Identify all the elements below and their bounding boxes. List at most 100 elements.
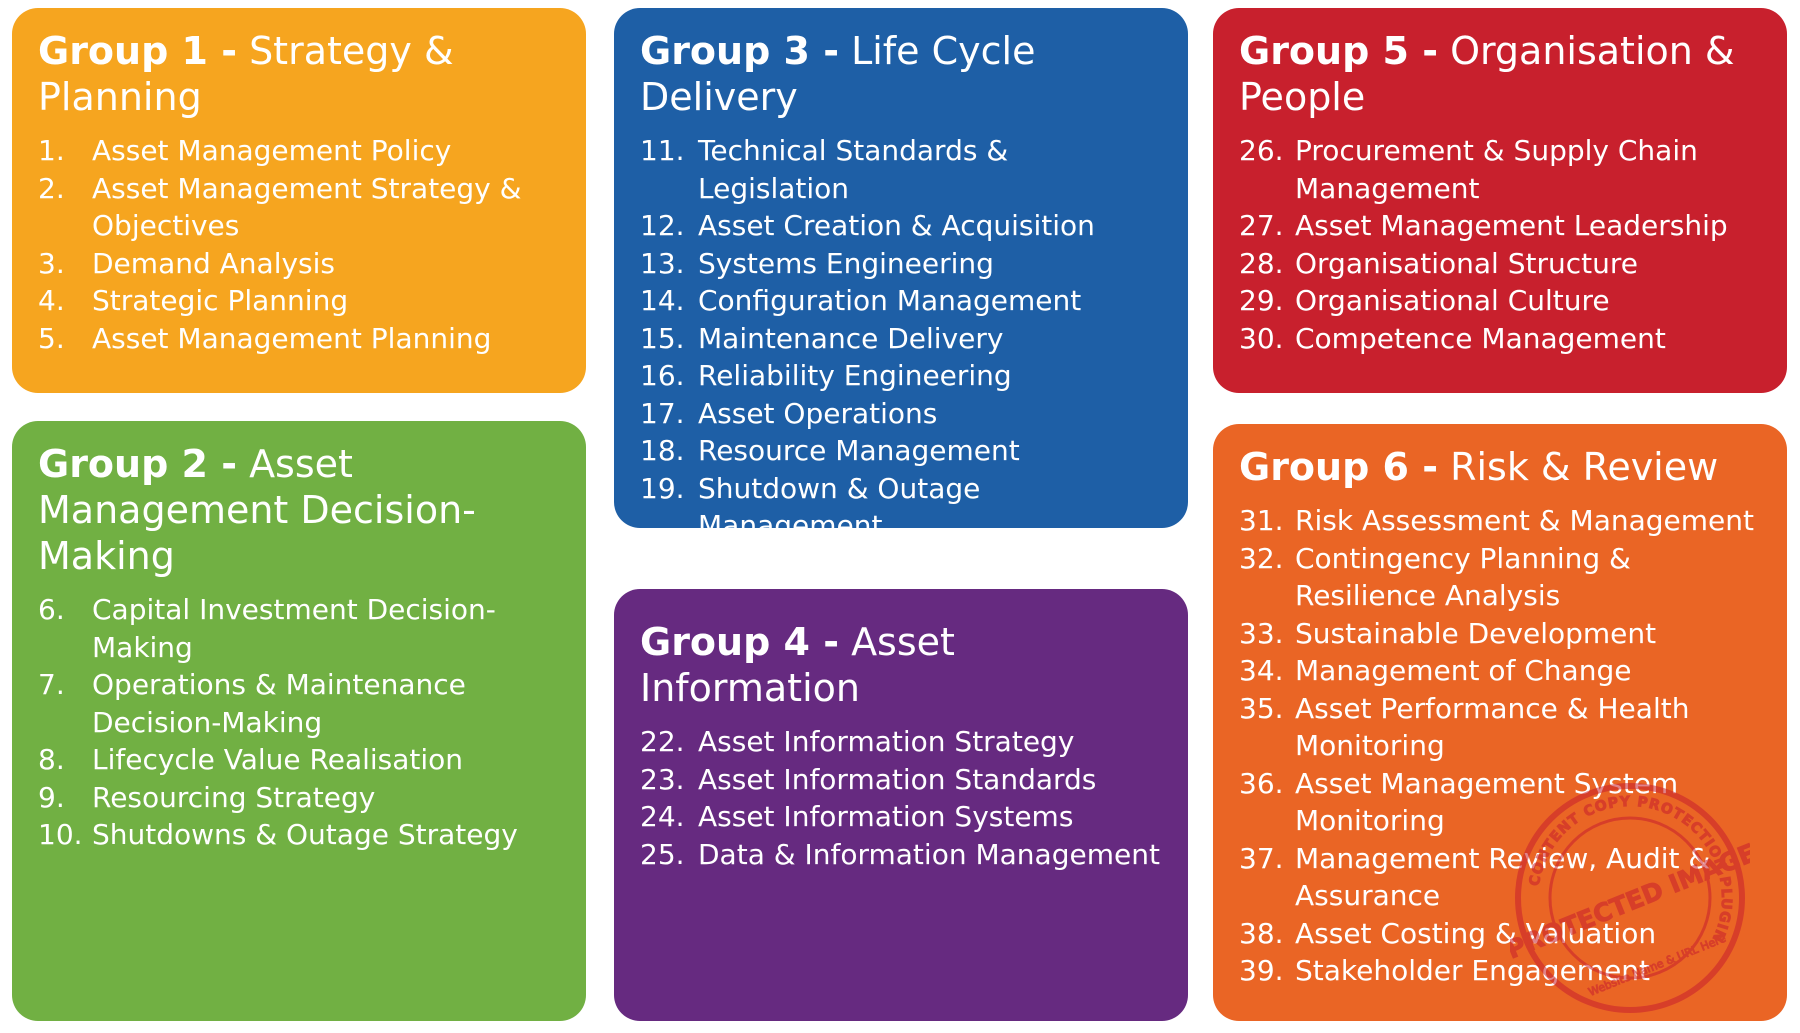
item-label: Contingency Planning & Resilience Analys… — [1295, 541, 1631, 613]
item-label: Management of Change — [1295, 654, 1632, 687]
list-item: 38. Asset Costing & Valuation — [1239, 915, 1765, 953]
item-number: 33. — [1239, 616, 1284, 650]
item-label: Asset Creation & Acquisition — [698, 209, 1095, 242]
item-label: Sustainable Development — [1295, 616, 1657, 650]
list-item: 6.Capital Investment Decision-Making — [38, 591, 564, 666]
item-number: 3. — [38, 246, 65, 280]
group-5-list: 26. Procurement & Supply Chain Management… — [1239, 132, 1765, 357]
item-label: Reliability Engineering — [698, 359, 1012, 392]
group-5-title: Group 5 - Organisation & People — [1239, 28, 1765, 120]
item-label: Stakeholder Engagement — [1295, 954, 1651, 987]
item-label: Asset Management Strategy & Objectives — [92, 171, 522, 243]
item-number: 39. — [1239, 954, 1284, 987]
item-number: 31. — [1239, 504, 1284, 537]
item-label: Asset Information Standards — [698, 762, 1097, 796]
item-number: 19. — [640, 471, 685, 505]
list-item: 11.Technical Standards & Legislation — [640, 132, 1166, 207]
item-number: 12. — [640, 209, 685, 242]
group-2-box: Group 2 - Asset Management Decision-Maki… — [12, 421, 586, 1021]
list-item: 2.Asset Management Strategy & Objectives — [38, 170, 564, 245]
item-label: Asset Operations — [698, 396, 938, 430]
item-number: 9. — [38, 780, 65, 814]
group-2-title: Group 2 - Asset Management Decision-Maki… — [38, 441, 564, 579]
group-3-box: Group 3 - Life Cycle Delivery 11.Technic… — [614, 8, 1188, 528]
group-3-title: Group 3 - Life Cycle Delivery — [640, 28, 1166, 120]
item-number: 17. — [640, 396, 685, 430]
list-item: 18. Resource Management — [640, 432, 1166, 470]
group-3-name: Life Cycle Delivery — [640, 29, 1036, 119]
item-number: 15. — [640, 321, 685, 355]
group-6-number: Group 6 - — [1239, 445, 1438, 489]
item-label: Competence Management — [1295, 321, 1666, 355]
list-item: 12. Asset Creation & Acquisition — [640, 207, 1166, 245]
list-item: 24.Asset Information Systems — [640, 798, 1166, 836]
item-label: Maintenance Delivery — [698, 321, 1004, 355]
group-5-box: Group 5 - Organisation & People 26. Procu… — [1213, 8, 1787, 393]
item-label: Risk Assessment & Management — [1295, 504, 1754, 537]
list-item: 27.Asset Management Leadership — [1239, 207, 1765, 245]
list-item: 23. Asset Information Standards — [640, 761, 1166, 799]
item-label: Asset Management System Monitoring — [1295, 766, 1679, 838]
list-item: 17. Asset Operations — [640, 395, 1166, 433]
item-number: 5. — [38, 321, 65, 355]
item-label: Asset Performance & Health Monitoring — [1295, 691, 1690, 763]
list-item: 15. Maintenance Delivery — [640, 320, 1166, 358]
list-item: 3.Demand Analysis — [38, 245, 564, 283]
item-number: 10. — [38, 818, 83, 851]
list-item: 10.Shutdowns & Outage Strategy — [38, 816, 564, 854]
item-label: Organisational Culture — [1295, 284, 1610, 317]
item-label: Asset Management Planning — [92, 321, 492, 355]
item-label: Shutdown & Outage Management — [698, 471, 981, 529]
group-4-name: Asset Information — [640, 620, 955, 710]
list-item: 4.Strategic Planning — [38, 282, 564, 320]
group-6-title: Group 6 - Risk & Review — [1239, 444, 1765, 490]
group-2-number: Group 2 - — [38, 442, 237, 486]
item-label: Management Review, Audit & Assurance — [1295, 841, 1711, 913]
item-label: Asset Management Policy — [92, 134, 452, 167]
group-1-box: Group 1 - Strategy & Planning 1.Asset Ma… — [12, 8, 586, 393]
item-number: 32. — [1239, 541, 1284, 575]
group-1-title: Group 1 - Strategy & Planning — [38, 28, 564, 120]
list-item: 28.Organisational Structure — [1239, 245, 1765, 283]
group-2-name: Asset Management Decision-Making — [38, 442, 476, 578]
item-label: Asset Information Systems — [698, 800, 1074, 833]
item-number: 8. — [38, 743, 65, 776]
group-5-name: Organisation & People — [1239, 29, 1735, 119]
list-item: 36. Asset Management System Monitoring — [1239, 765, 1765, 840]
item-number: 18. — [640, 434, 685, 467]
list-item: 34. Management of Change — [1239, 652, 1765, 690]
list-item: 29. Organisational Culture — [1239, 282, 1765, 320]
item-label: Asset Information Strategy — [698, 725, 1075, 758]
list-item: 5. Asset Management Planning — [38, 320, 564, 358]
item-number: 26. — [1239, 134, 1284, 167]
list-item: 8.Lifecycle Value Realisation — [38, 741, 564, 779]
list-item: 39. Stakeholder Engagement — [1239, 952, 1765, 990]
item-number: 34. — [1239, 654, 1284, 687]
item-number: 14. — [640, 284, 685, 317]
group-4-box: Group 4 - Asset Information 22.Asset Inf… — [614, 589, 1188, 1021]
item-label: Data & Information Management — [698, 837, 1160, 871]
group-4-title: Group 4 - Asset Information — [640, 619, 1166, 711]
item-label: Procurement & Supply Chain Management — [1295, 134, 1698, 205]
item-number: 28. — [1239, 246, 1284, 280]
item-number: 36. — [1239, 766, 1284, 800]
list-item: 13.Systems Engineering — [640, 245, 1166, 283]
item-number: 38. — [1239, 916, 1284, 950]
group-5-number: Group 5 - — [1239, 29, 1438, 73]
item-number: 29. — [1239, 284, 1284, 317]
item-label: Systems Engineering — [698, 246, 994, 280]
item-number: 23. — [640, 762, 685, 796]
item-label: Resourcing Strategy — [92, 780, 376, 814]
list-item: 33. Sustainable Development — [1239, 615, 1765, 653]
item-label: Asset Costing & Valuation — [1295, 916, 1657, 950]
item-label: Technical Standards & Legislation — [698, 134, 1009, 205]
item-label: Capital Investment Decision-Making — [92, 593, 496, 664]
item-number: 27. — [1239, 209, 1284, 242]
item-label: Operations & Maintenance Decision-Making — [92, 668, 466, 739]
list-item: 14.Configuration Management — [640, 282, 1166, 320]
list-item: 16.Reliability Engineering — [640, 357, 1166, 395]
item-label: Resource Management — [698, 434, 1020, 467]
